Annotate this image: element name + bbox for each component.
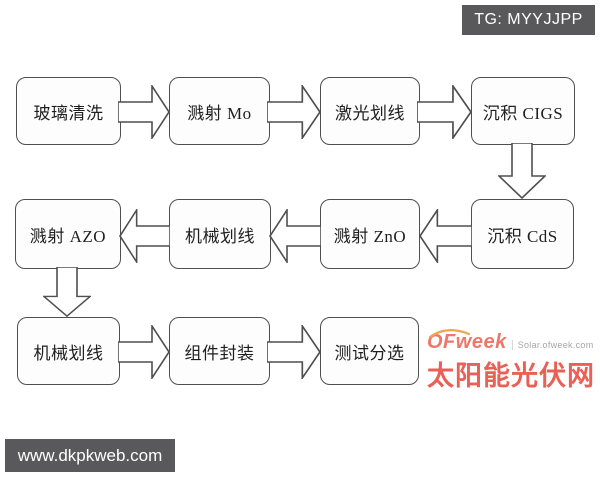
- arrow-down-icon: [498, 143, 546, 199]
- arrow-right-icon: [267, 325, 321, 379]
- step-laser-scribing: 激光划线: [320, 77, 420, 145]
- arrow-down-icon: [43, 267, 91, 317]
- step-sputter-azo: 溅射 AZO: [15, 199, 121, 269]
- ofweek-logo-row: OFweek Solar.ofweek.com: [427, 329, 597, 353]
- arrow-left-icon: [269, 209, 321, 263]
- step-sputter-zno: 溅射 ZnO: [320, 199, 420, 269]
- arrow-left-icon: [419, 209, 472, 263]
- step-glass-cleaning: 玻璃清洗: [16, 77, 121, 145]
- arrow-right-icon: [417, 85, 472, 139]
- arrow-right-icon: [118, 85, 170, 139]
- ofweek-subtext: Solar.ofweek.com: [511, 340, 594, 350]
- step-mechanical-scribing-2: 机械划线: [17, 317, 120, 385]
- step-deposit-cds: 沉积 CdS: [471, 199, 574, 269]
- step-deposit-cigs: 沉积 CIGS: [471, 77, 575, 145]
- step-sputter-mo: 溅射 Mo: [169, 77, 270, 145]
- arrow-right-icon: [267, 85, 321, 139]
- step-mechanical-scribing-1: 机械划线: [169, 199, 271, 269]
- step-module-packaging: 组件封装: [169, 317, 270, 385]
- arrow-right-icon: [118, 325, 170, 379]
- url-watermark-bar: www.dkpkweb.com: [5, 439, 175, 472]
- ofweek-site-title: 太阳能光伏网: [427, 361, 595, 391]
- tg-watermark-badge: TG: MYYJJPP: [462, 5, 595, 35]
- step-test-sorting: 测试分选: [320, 317, 419, 385]
- ofweek-swoosh-icon: [429, 329, 471, 339]
- arrow-left-icon: [119, 209, 170, 263]
- ofweek-watermark: OFweek Solar.ofweek.com 太阳能光伏网: [427, 329, 597, 393]
- ofweek-logo: OFweek: [427, 331, 507, 353]
